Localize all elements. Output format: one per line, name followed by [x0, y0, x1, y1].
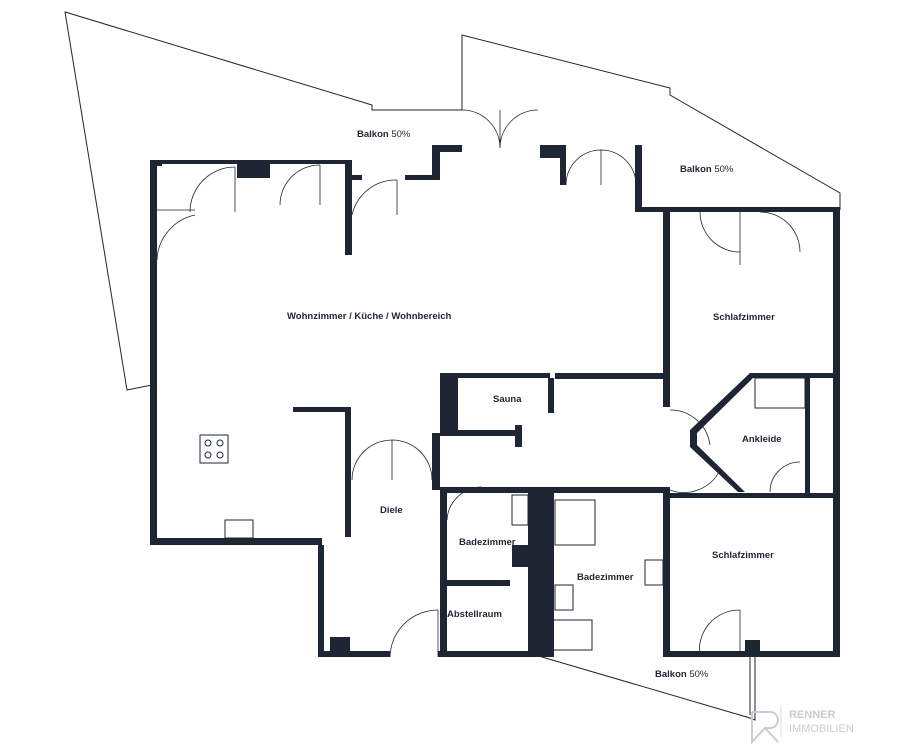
doors	[156, 109, 801, 658]
shower	[554, 499, 596, 546]
washbasin	[644, 559, 664, 586]
svg-text:RENNER: RENNER	[789, 709, 836, 721]
label-badezimmer-small: Badezimmer	[459, 537, 516, 548]
toilet	[554, 584, 574, 611]
shower-small	[511, 494, 529, 526]
room-labels: Balkon 50% Balkon 50% Balkon 50% Wohnzim…	[287, 129, 782, 680]
label-wohnzimmer: Wohnzimmer / Küche / Wohnbereich	[287, 311, 452, 322]
label-balkon-right: Balkon 50%	[680, 164, 734, 175]
walls	[150, 145, 840, 657]
cooktop	[199, 434, 229, 464]
label-schlafzimmer-bottom: Schlafzimmer	[712, 550, 774, 561]
bathtub	[531, 619, 593, 651]
logo-mark-icon	[751, 711, 779, 745]
fixtures	[199, 377, 806, 651]
label-sauna: Sauna	[493, 394, 522, 405]
svg-text:IMMOBILIEN: IMMOBILIEN	[789, 723, 854, 735]
wardrobe	[754, 377, 806, 409]
label-balkon-bottom: Balkon 50%	[655, 669, 709, 680]
label-badezimmer-large: Badezimmer	[577, 572, 634, 583]
label-diele: Diele	[380, 505, 403, 516]
label-schlafzimmer-top: Schlafzimmer	[713, 312, 775, 323]
sink	[224, 519, 254, 539]
renner-logo: RENNER IMMOBILIEN	[751, 705, 854, 745]
label-abstellraum: Abstellraum	[447, 609, 502, 620]
label-balkon-top: Balkon 50%	[357, 129, 411, 140]
label-ankleide: Ankleide	[742, 434, 782, 445]
